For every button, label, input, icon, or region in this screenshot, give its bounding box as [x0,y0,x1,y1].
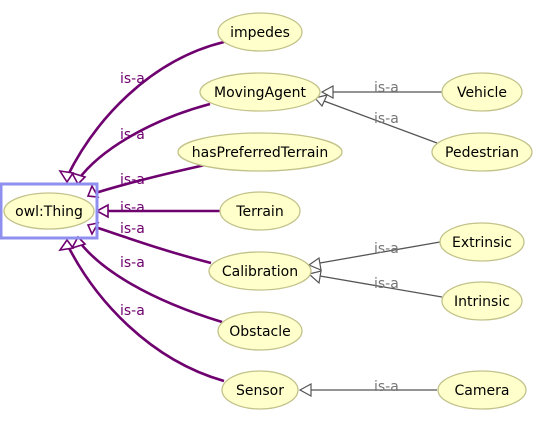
node-sensor-label: Sensor [236,383,284,399]
arrowhead-movingagent [70,171,87,186]
arrowhead-camera [298,382,312,398]
secondary-edge-labels: is-a is-a is-a is-a is-a [374,80,399,395]
node-obstacle-label: Obstacle [229,324,290,340]
label-isa-pedestrian: is-a [374,111,399,127]
node-haspreferredterrain-label: hasPreferredTerrain [192,145,328,161]
label-isa-camera: is-a [374,379,399,395]
label-isa-extrinsic: is-a [374,241,399,257]
primary-edges [65,40,225,383]
primary-arrowheads [58,169,109,252]
arrowhead-extrinsic [307,256,322,271]
node-owl-thing[interactable]: owl:Thing [0,182,99,240]
node-impedes-label: impedes [230,25,290,41]
edge-movingagent-to-thing [76,102,211,181]
arrowhead-intrinsic [307,270,322,285]
secondary-edges [298,84,443,398]
node-intrinsic-label: Intrinsic [454,294,510,310]
node-camera[interactable]: Camera [437,370,527,410]
edge-sensor-to-thing [65,243,225,383]
node-obstacle[interactable]: Obstacle [217,311,303,351]
edge-pedestrian-to-movingagent [323,100,438,144]
node-calibration-label: Calibration [222,264,298,280]
node-intrinsic[interactable]: Intrinsic [441,281,523,321]
arrowhead-terrain [95,203,109,219]
label-isa-haspreferredterrain: is-a [120,172,145,188]
label-isa-obstacle: is-a [120,255,145,271]
label-isa-movingagent: is-a [120,127,145,143]
node-extrinsic-label: Extrinsic [452,235,512,251]
arrowhead-impedes [58,169,75,184]
node-movingagent[interactable]: MovingAgent [199,72,321,112]
label-isa-calibration: is-a [120,221,145,237]
node-camera-label: Camera [455,383,510,399]
edge-extrinsic-to-calibration [319,241,441,264]
edge-intrinsic-to-calibration [319,275,443,298]
node-vehicle-label: Vehicle [457,85,507,101]
label-isa-sensor: is-a [120,303,145,319]
node-extrinsic[interactable]: Extrinsic [439,222,525,262]
node-calibration[interactable]: Calibration [208,251,312,291]
edge-haspreferredterrain-to-thing [88,163,206,197]
label-isa-impedes: is-a [120,71,145,87]
label-isa-intrinsic: is-a [374,276,399,292]
node-terrain-label: Terrain [235,204,283,220]
node-pedestrian[interactable]: Pedestrian [431,132,533,172]
arrowhead-sensor [58,238,75,252]
node-owl-thing-label: owl:Thing [15,204,83,220]
primary-edge-labels: is-a is-a is-a is-a is-a is-a is-a [120,71,145,319]
node-sensor[interactable]: Sensor [221,370,299,410]
selection-box [0,182,99,240]
label-isa-vehicle: is-a [374,80,399,96]
node-vehicle[interactable]: Vehicle [441,72,523,112]
node-movingagent-label: MovingAgent [214,85,307,101]
node-haspreferredterrain[interactable]: hasPreferredTerrain [177,132,343,172]
edge-impedes-to-thing [65,40,225,178]
arrowhead-obstacle [70,235,87,250]
node-pedestrian-label: Pedestrian [445,145,519,161]
node-terrain[interactable]: Terrain [219,191,301,231]
edge-calibration-to-thing [88,223,212,265]
label-isa-terrain: is-a [120,200,145,216]
edge-obstacle-to-thing [76,239,223,324]
node-impedes[interactable]: impedes [217,12,303,52]
